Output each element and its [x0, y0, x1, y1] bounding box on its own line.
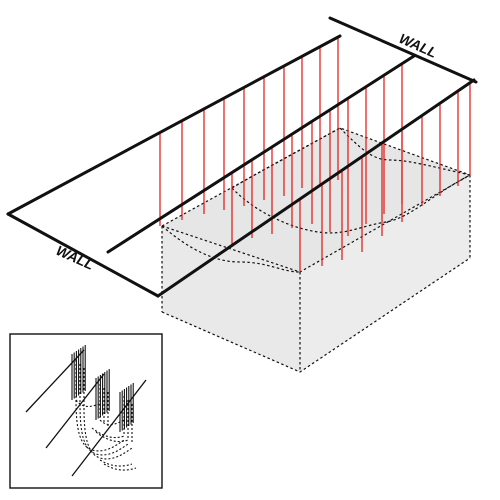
hanging-volume	[162, 128, 470, 372]
rail-front	[6, 34, 342, 216]
wall-line-left	[6, 212, 160, 298]
inset-panel	[9, 333, 163, 489]
wave-curve-front	[161, 225, 301, 273]
inset-border	[9, 333, 163, 489]
box-bottom-edges	[161, 257, 471, 373]
box-back-edges	[161, 127, 471, 227]
wave-curve-middle	[231, 174, 471, 234]
wall-line-right	[328, 16, 478, 84]
rail-back	[156, 78, 476, 298]
wave-curve-back	[231, 127, 341, 189]
box-side-face	[300, 175, 470, 372]
wall-label-bottom: WALL	[54, 242, 97, 273]
inset-dotted-fabric	[75, 360, 137, 471]
hanging-wires	[159, 37, 471, 272]
box-vertical-edges	[161, 175, 471, 372]
box-top-face	[162, 128, 470, 272]
rail-middle	[106, 54, 416, 254]
box-front-face	[162, 226, 300, 372]
inset-hangers	[71, 345, 134, 432]
rails	[6, 16, 478, 298]
wave-curve-back-right	[339, 127, 471, 176]
